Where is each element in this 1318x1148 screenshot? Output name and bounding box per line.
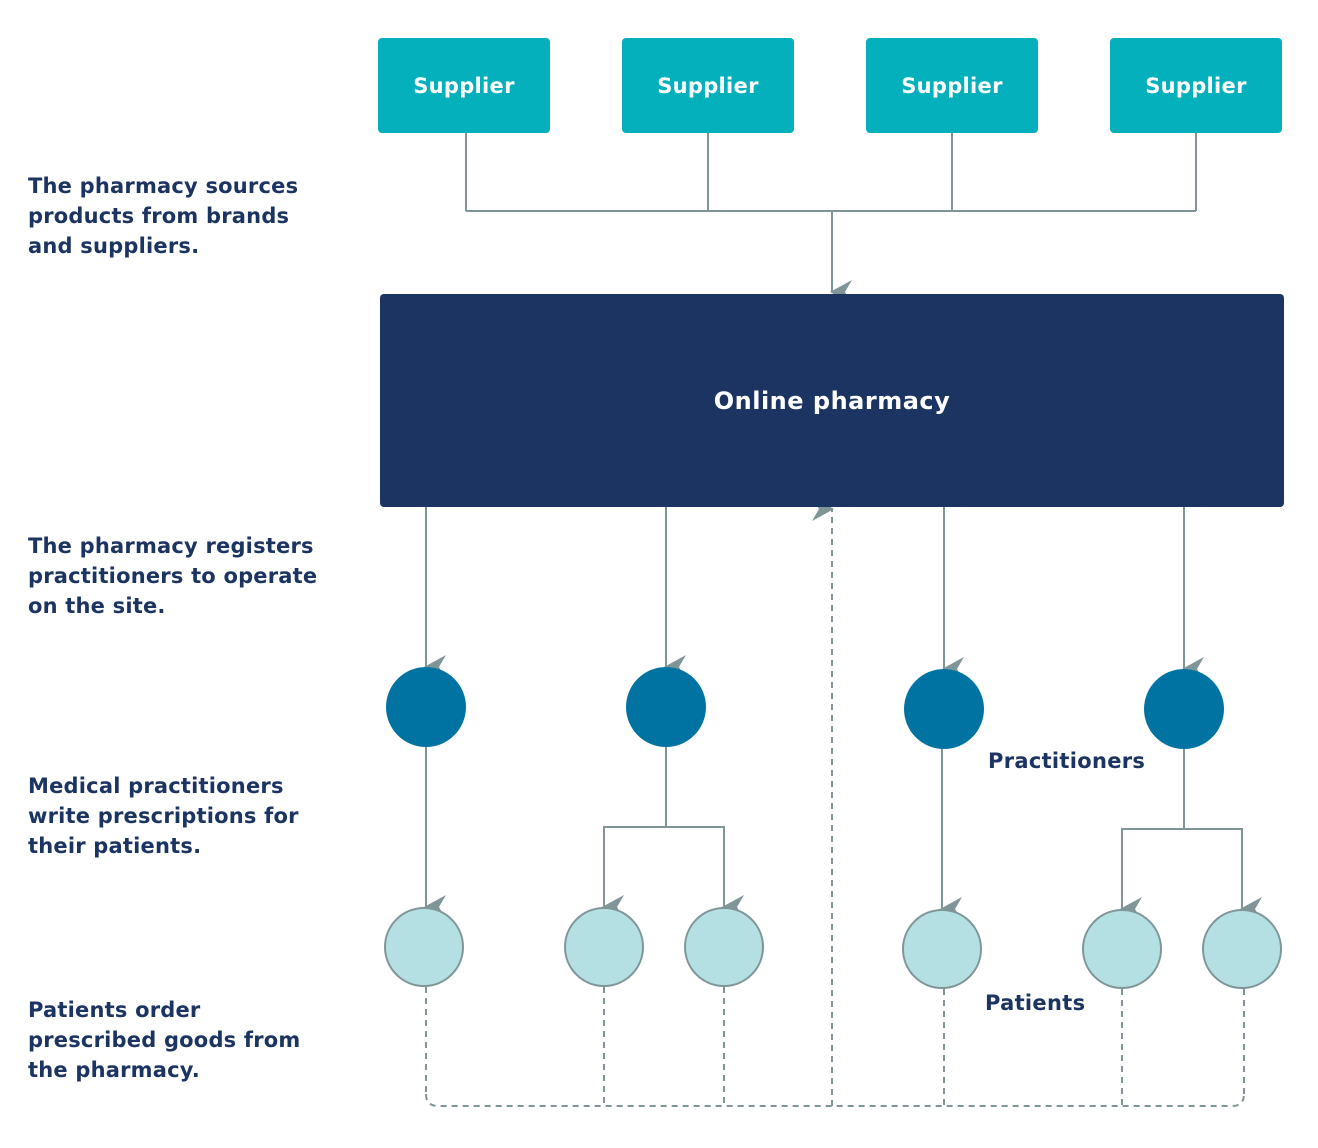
supplier-box: Supplier	[866, 38, 1038, 133]
note-sourcing: The pharmacy sources products from brand…	[28, 174, 299, 258]
patient-nodes	[384, 907, 1282, 989]
supplier-box: Supplier	[622, 38, 794, 133]
patient-node	[902, 909, 982, 989]
practitioner-node	[626, 667, 706, 747]
practitioner-node	[1144, 669, 1224, 749]
practitioners-label: Practitioners	[988, 749, 1146, 773]
order-connectors	[425, 497, 1245, 1107]
online-pharmacy-label: Online pharmacy	[713, 386, 951, 415]
supplier-connectors	[465, 133, 1197, 304]
registration-arrows	[424, 507, 1204, 681]
patient-node	[564, 907, 644, 987]
patient-node	[684, 907, 764, 987]
patients-label: Patients	[985, 991, 1086, 1015]
online-pharmacy-box: Online pharmacy	[380, 294, 1284, 507]
supplier-box: Supplier	[378, 38, 550, 133]
practitioner-node	[904, 669, 984, 749]
patient-node	[384, 907, 464, 987]
prescription-arrows	[424, 747, 1262, 921]
supplier-box: Supplier	[1110, 38, 1282, 133]
note-ordering: Patients order prescribed goods from the…	[28, 998, 301, 1082]
note-prescriptions: Medical practitioners write prescription…	[28, 774, 299, 858]
practitioner-nodes	[386, 667, 1224, 749]
patient-node	[1082, 909, 1162, 989]
patient-node	[1202, 909, 1282, 989]
practitioner-node	[386, 667, 466, 747]
note-registration: The pharmacy registers practitioners to …	[28, 534, 318, 618]
